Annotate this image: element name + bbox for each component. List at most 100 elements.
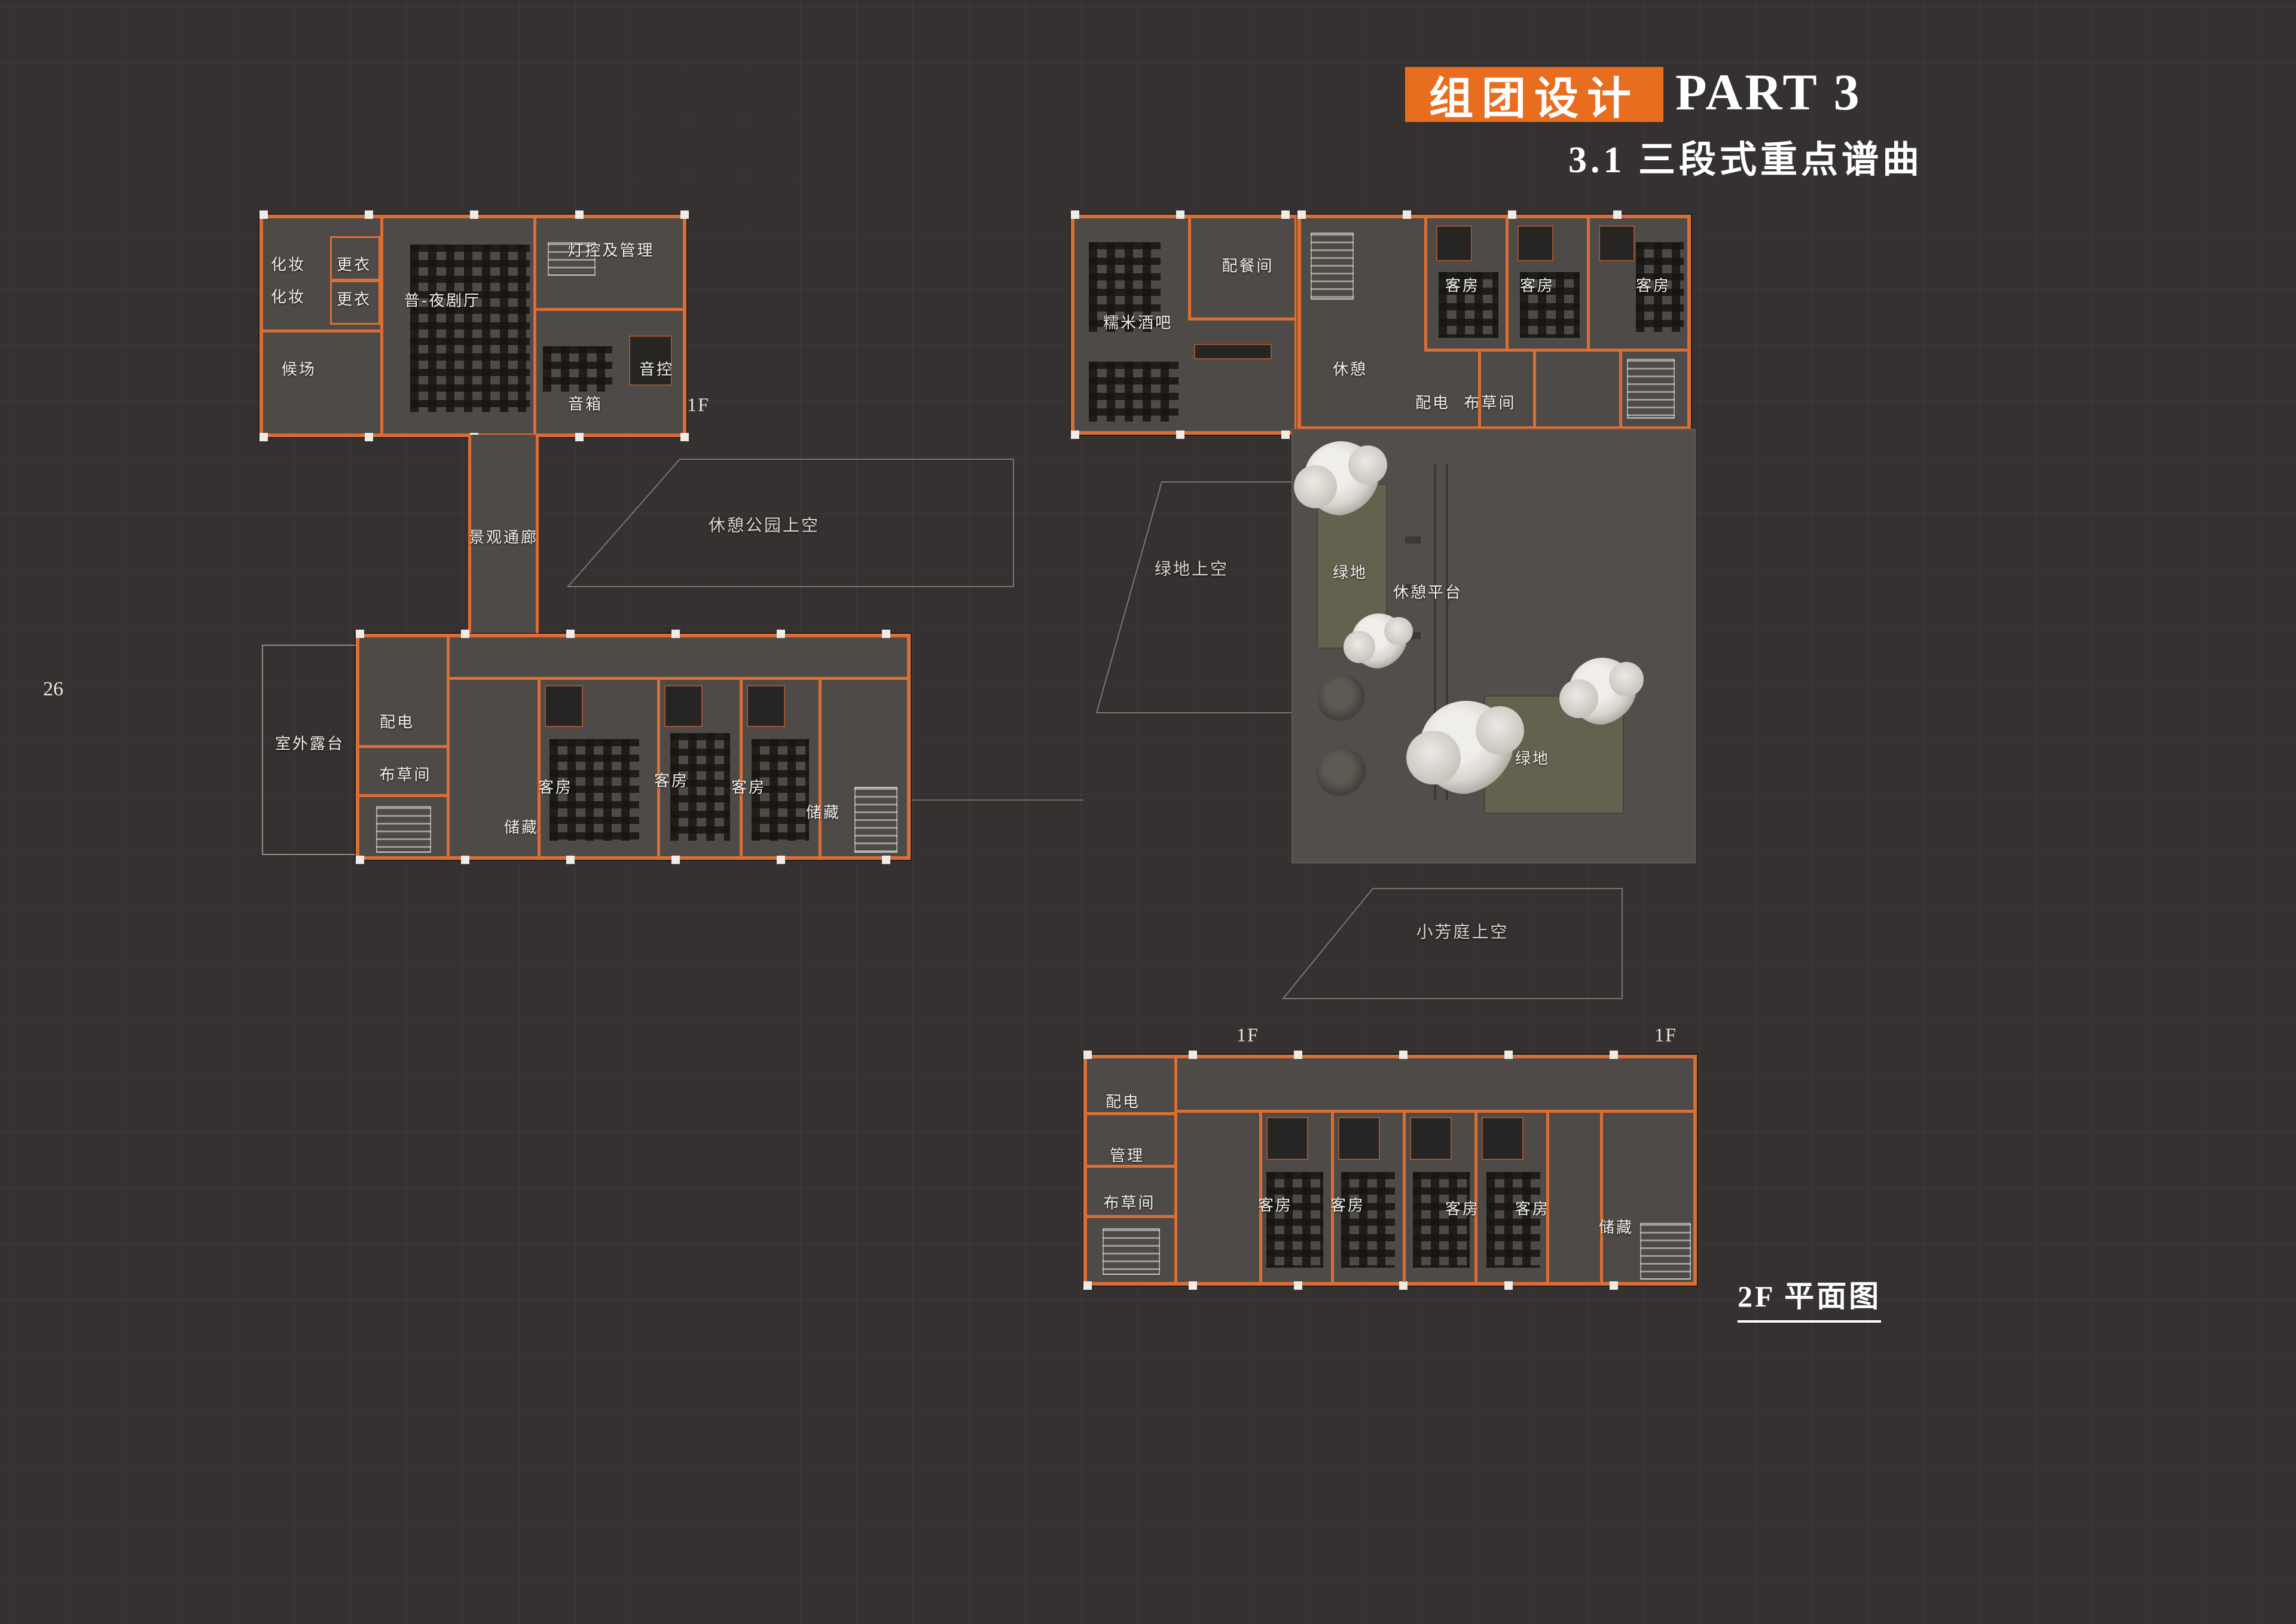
page-subtitle: 3.1 三段式重点谱曲 <box>1568 140 1923 181</box>
wall <box>1474 1110 1477 1282</box>
room-label-guest: 客房 <box>1257 1196 1293 1215</box>
column-markers <box>1083 1051 1704 1059</box>
bathroom-fixture <box>664 685 703 727</box>
bathroom-fixture <box>747 685 785 727</box>
furniture <box>1413 1172 1470 1268</box>
column-markers <box>259 210 694 219</box>
stairs-icon <box>1103 1228 1160 1275</box>
green-void-outline <box>1095 481 1292 713</box>
column-markers <box>356 630 918 638</box>
room-label-storage: 储藏 <box>805 804 841 822</box>
room-label-power: 配电 <box>1105 1093 1141 1112</box>
room-label-dressing: 更衣 <box>336 256 372 274</box>
floor-tag: 1F <box>1654 1024 1677 1046</box>
page-title: 组团设计 <box>1429 72 1639 124</box>
room-label-guest: 客房 <box>1519 277 1555 295</box>
theater-seating-rows <box>410 245 530 412</box>
path-line <box>1446 465 1448 799</box>
wall <box>1478 351 1481 426</box>
wall <box>1506 218 1509 351</box>
room-label-lighting: 灯控及管理 <box>567 242 655 260</box>
room-label-linen: 布草间 <box>379 766 432 784</box>
room-label-waiting: 候场 <box>281 361 317 379</box>
room-label-speaker: 音箱 <box>567 395 603 414</box>
bathroom-fixture <box>1436 225 1472 261</box>
wall <box>1259 1110 1262 1282</box>
room-label-storage: 储藏 <box>503 819 539 837</box>
wall <box>1587 218 1590 351</box>
bathroom-fixture <box>1518 225 1553 261</box>
room-label-guest: 客房 <box>1445 277 1480 295</box>
wall <box>1546 1110 1549 1282</box>
column-markers <box>1297 210 1698 219</box>
bar-counter <box>1194 344 1272 359</box>
room-label-sound: 音控 <box>639 361 674 379</box>
park-void-label: 休憩公园上空 <box>708 515 820 535</box>
stairs-icon <box>1627 359 1675 419</box>
wall <box>538 677 541 856</box>
path-line <box>1434 465 1436 799</box>
furniture-seating <box>543 346 612 392</box>
green-void-label: 绿地上空 <box>1154 559 1229 579</box>
wall <box>447 677 907 680</box>
room-label-guest: 客房 <box>1635 277 1671 295</box>
title-highlight-box: 组团设计 <box>1405 67 1663 124</box>
wall <box>1331 1110 1334 1282</box>
shrub-icon <box>1317 674 1365 722</box>
wall <box>1087 1112 1174 1115</box>
bench-icon <box>1405 584 1421 591</box>
furniture <box>1520 272 1580 338</box>
room-label-admin: 管理 <box>1109 1147 1145 1165</box>
wall <box>380 218 383 434</box>
rest-platform-label: 休憩平台 <box>1393 584 1463 602</box>
wall <box>819 677 822 856</box>
bench-icon <box>1405 536 1421 544</box>
wall <box>740 677 743 856</box>
room-label-guest: 客房 <box>538 779 573 797</box>
floor-tag: 1F <box>1236 1024 1259 1046</box>
wall <box>1174 1058 1177 1282</box>
furniture <box>752 739 809 841</box>
corridor-label: 景观通廊 <box>468 529 539 547</box>
wall <box>1600 1110 1603 1282</box>
wall <box>657 677 660 856</box>
theater-building-plan <box>259 210 694 441</box>
wall <box>1174 1110 1693 1113</box>
furniture <box>1486 1172 1540 1268</box>
green-area-label: 绿地 <box>1515 750 1550 768</box>
wall <box>447 637 450 856</box>
tree-icon <box>1293 441 1387 515</box>
stairs-icon <box>854 787 897 853</box>
bathroom-fixture <box>1410 1117 1452 1160</box>
page-number: 26 <box>43 678 63 700</box>
bathroom-fixture <box>1338 1117 1380 1160</box>
furniture <box>629 335 672 386</box>
shrub-icon <box>1316 747 1366 798</box>
room-partition <box>330 280 380 325</box>
west-guestroom-building-plan <box>356 630 918 864</box>
tree-icon <box>1406 701 1524 794</box>
wall <box>1533 351 1536 426</box>
furniture <box>670 733 730 841</box>
courtyard-void-label: 小芳庭上空 <box>1416 922 1509 942</box>
room-label-power: 配电 <box>1415 394 1451 413</box>
south-guestroom-building-plan <box>1083 1051 1704 1290</box>
park-void-outline <box>566 459 1014 587</box>
room-label-guest: 客房 <box>731 779 767 797</box>
bathroom-fixture <box>1482 1117 1523 1160</box>
bathroom-fixture <box>1266 1117 1308 1160</box>
wall <box>1087 1165 1174 1168</box>
tree-icon <box>1559 658 1644 725</box>
furniture <box>1439 272 1498 338</box>
furniture <box>1341 1172 1395 1268</box>
room-label-guest: 客房 <box>654 772 689 790</box>
column-markers <box>1083 1281 1704 1290</box>
room-label-bar: 糯米酒吧 <box>1103 314 1173 332</box>
room-label-makeup: 化妆 <box>270 256 306 274</box>
wall <box>1188 318 1298 320</box>
room-label-linen: 布草间 <box>1103 1194 1156 1213</box>
wall <box>1188 218 1191 320</box>
courtyard-void-outline <box>1281 888 1623 999</box>
bathroom-fixture <box>545 685 583 727</box>
column-markers <box>1071 210 1305 219</box>
